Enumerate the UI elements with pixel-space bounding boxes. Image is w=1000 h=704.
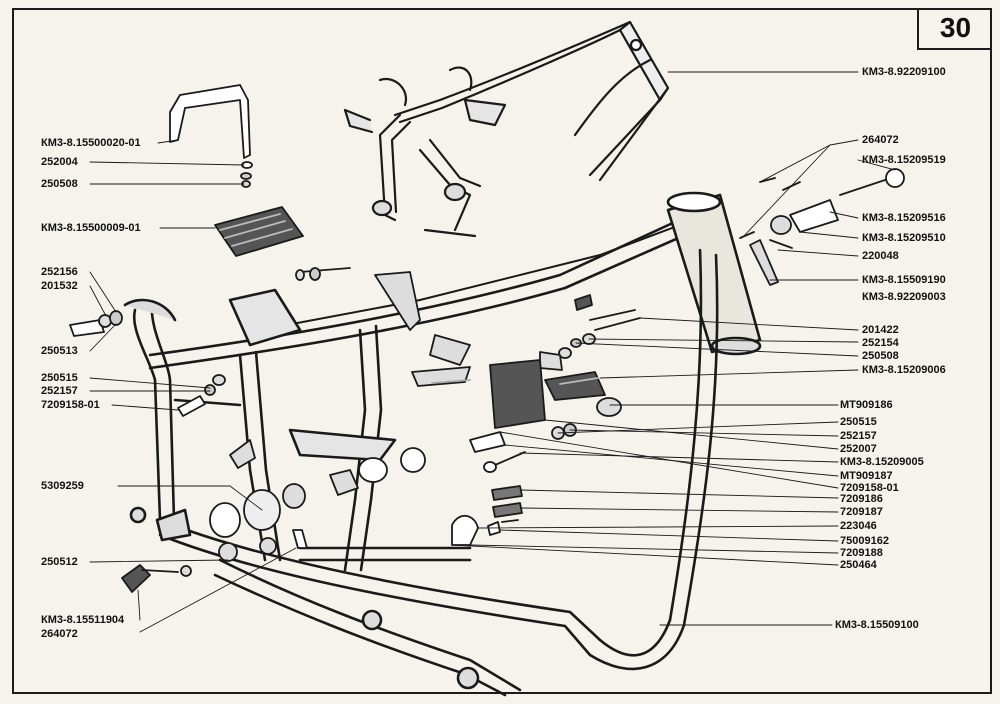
part-label: 252007: [840, 443, 877, 455]
part-label: 252156: [41, 266, 78, 278]
part-label: 220048: [862, 250, 899, 262]
part-label: 264072: [41, 628, 78, 640]
leader-lines: [89, 71, 896, 633]
part-label: КМ3-8.15209510: [862, 232, 946, 244]
part-label: 7209186: [840, 493, 883, 505]
part-label: 250508: [41, 178, 78, 190]
part-label: 250515: [840, 416, 877, 428]
part-label: 250515: [41, 372, 78, 384]
part-label: 250464: [840, 559, 877, 571]
part-label: КМ3-8.15209005: [840, 456, 924, 468]
part-label: 250508: [862, 350, 899, 362]
part-label: 250512: [41, 556, 78, 568]
part-label: 252157: [840, 430, 877, 442]
part-label: КМ3-8.15511904: [41, 614, 125, 626]
part-label: МТ909187: [840, 470, 893, 482]
rear-subframe-drawing: [343, 20, 670, 238]
part-label: 252154: [862, 337, 899, 349]
small-parts-right: [329, 168, 905, 546]
part-label: 264072: [862, 134, 899, 146]
small-parts-left: [69, 84, 351, 593]
part-label: 7209188: [840, 547, 883, 559]
part-label: КМ3-8.15500009-01: [41, 222, 141, 234]
part-label: 201422: [862, 324, 899, 336]
main-frame-drawing: [123, 191, 762, 697]
part-label: КМ3-8.92209003: [862, 291, 946, 303]
part-label: 7209158-01: [840, 482, 899, 494]
part-label: КМ3-8.15500020-01: [41, 137, 141, 149]
part-label: КМ3-8.15209516: [862, 212, 946, 224]
part-label: 252004: [41, 156, 78, 168]
part-label: КМ3-8.15209519: [862, 154, 946, 166]
part-label: 250513: [41, 345, 78, 357]
part-label: 252157: [41, 385, 78, 397]
part-label: 75009162: [840, 535, 889, 547]
part-label: КМ3-8.92209100: [862, 66, 946, 78]
page-number: 30: [917, 8, 992, 50]
part-label: КМ3-8.15509100: [835, 619, 919, 631]
part-label: 7209158-01: [41, 399, 100, 411]
part-label: КМ3-8.15209006: [862, 364, 946, 376]
part-label: КМ3-8.15509190: [862, 274, 946, 286]
part-label: 7209187: [840, 506, 883, 518]
part-label: 223046: [840, 520, 877, 532]
part-label: МТ909186: [840, 399, 893, 411]
part-label: 5309259: [41, 480, 84, 492]
part-label: 201532: [41, 280, 78, 292]
